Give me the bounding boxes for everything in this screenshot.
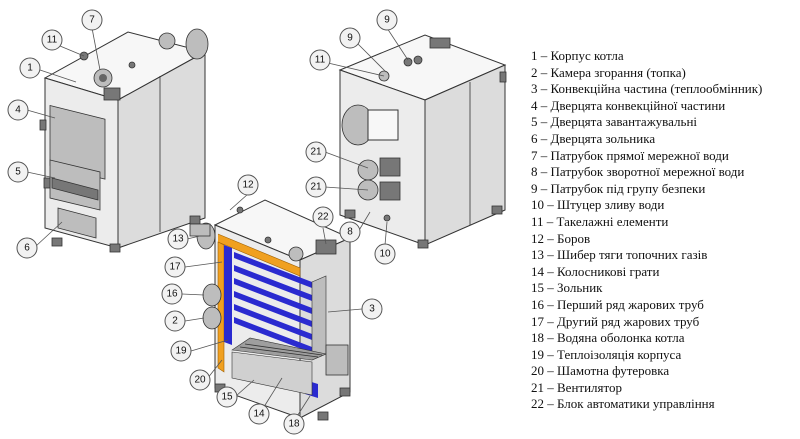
svg-text:14: 14: [253, 409, 265, 420]
callout-9-mid: 9: [339, 27, 361, 49]
svg-text:22: 22: [317, 212, 329, 223]
legend-item: 2 – Камера згорання (топка): [531, 64, 686, 80]
legend-item: 18 – Водяна оболонка котла: [531, 330, 685, 346]
svg-text:12: 12: [242, 180, 254, 191]
callout-22: 22: [312, 206, 334, 228]
legend-item: 10 – Штуцер зливу води: [531, 197, 665, 213]
fan-upper: [357, 159, 379, 181]
svg-text:21: 21: [310, 147, 322, 158]
svg-text:13: 13: [172, 234, 184, 245]
legend-item: 3 – Конвекційна частина (теплообмінник): [531, 81, 763, 97]
legend-item: 21 – Вентилятор: [531, 379, 623, 395]
legend-item: 19 – Теплоізоляція корпуса: [531, 346, 682, 362]
boiler-right-view: [338, 34, 507, 249]
legend-item: 13 – Шибер тяги топочних газів: [531, 247, 708, 263]
callout-14: 14: [248, 403, 270, 425]
callout-2: 2: [164, 310, 186, 332]
legend-item: 5 – Дверцята завантажувальні: [531, 114, 698, 130]
svg-text:20: 20: [194, 375, 206, 386]
callout-8: 8: [339, 221, 361, 243]
callout-4: 4: [7, 99, 29, 121]
legend-item: 4 – Дверцята конвекційної частини: [531, 97, 726, 113]
legend-item: 22 – Блок автоматики управління: [531, 396, 715, 412]
svg-text:6: 6: [24, 243, 30, 254]
legend-item: 17 – Другий ряд жарових труб: [531, 313, 700, 329]
ash-box: [231, 351, 313, 396]
svg-text:9: 9: [384, 15, 390, 26]
svg-text:4: 4: [15, 105, 21, 116]
insulation-side: [217, 241, 225, 373]
callout-13: 13: [167, 228, 189, 250]
callout-16: 16: [161, 283, 183, 305]
ash-door: [57, 207, 97, 239]
svg-text:19: 19: [175, 346, 187, 357]
callout-6: 6: [16, 237, 38, 259]
callout-5: 5: [7, 161, 29, 183]
callout-1: 1: [19, 57, 41, 79]
callout-9-top: 9: [376, 9, 398, 31]
svg-text:9: 9: [347, 33, 353, 44]
boiler-cutaway-view: [189, 199, 352, 421]
callout-7: 7: [81, 9, 103, 31]
svg-text:7: 7: [89, 15, 95, 26]
insulation-top: [217, 233, 301, 277]
callout-19: 19: [170, 340, 192, 362]
svg-text:1: 1: [27, 63, 33, 74]
svg-text:8: 8: [347, 227, 353, 238]
callout-21-upper: 21: [305, 141, 327, 163]
drain-fitting: [383, 214, 391, 222]
legend-item: 9 – Патрубок під групу безпеки: [531, 180, 706, 196]
legend-item: 20 – Шамотна футеровка: [531, 363, 670, 379]
svg-text:3: 3: [369, 304, 375, 315]
callout-21-lower: 21: [305, 176, 327, 198]
svg-text:5: 5: [15, 167, 21, 178]
legend-item: 15 – Зольник: [531, 280, 603, 296]
callout-10: 10: [374, 243, 396, 265]
callout-3: 3: [361, 298, 383, 320]
parts-legend: 1 – Корпус котла 2 – Камера згорання (то…: [531, 48, 796, 413]
automation-unit: [315, 239, 337, 255]
fire-tubes: [224, 245, 318, 398]
svg-text:11: 11: [47, 35, 58, 46]
svg-text:10: 10: [379, 249, 391, 260]
callout-20: 20: [189, 369, 211, 391]
svg-text:16: 16: [166, 289, 178, 300]
leader-lines: [26, 27, 409, 422]
svg-text:15: 15: [221, 392, 233, 403]
svg-text:18: 18: [288, 419, 300, 430]
legend-item: 16 – Перший ряд жарових труб: [531, 296, 704, 312]
svg-text:17: 17: [169, 262, 181, 273]
callout-11-right: 11: [309, 49, 331, 71]
svg-text:21: 21: [310, 182, 322, 193]
legend-item: 14 – Колосникові грати: [531, 263, 660, 279]
svg-text:2: 2: [172, 316, 178, 327]
legend-item: 11 – Такелажні елементи: [531, 213, 669, 229]
callout-12: 12: [237, 174, 259, 196]
legend-item: 12 – Боров: [531, 230, 591, 246]
legend-item: 8 – Патрубок зворотної мережної води: [531, 164, 745, 180]
legend-item: 1 – Корпус котла: [531, 48, 624, 63]
callout-18: 18: [283, 413, 305, 435]
legend-item: 7 – Патрубок прямої мережної води: [531, 147, 729, 163]
svg-text:11: 11: [315, 55, 326, 66]
legend-item: 6 – Дверцята зольника: [531, 130, 656, 146]
boiler-left-view: [39, 28, 209, 253]
callout-11-left: 11: [41, 29, 63, 51]
callout-17: 17: [164, 256, 186, 278]
callout-15: 15: [216, 386, 238, 408]
